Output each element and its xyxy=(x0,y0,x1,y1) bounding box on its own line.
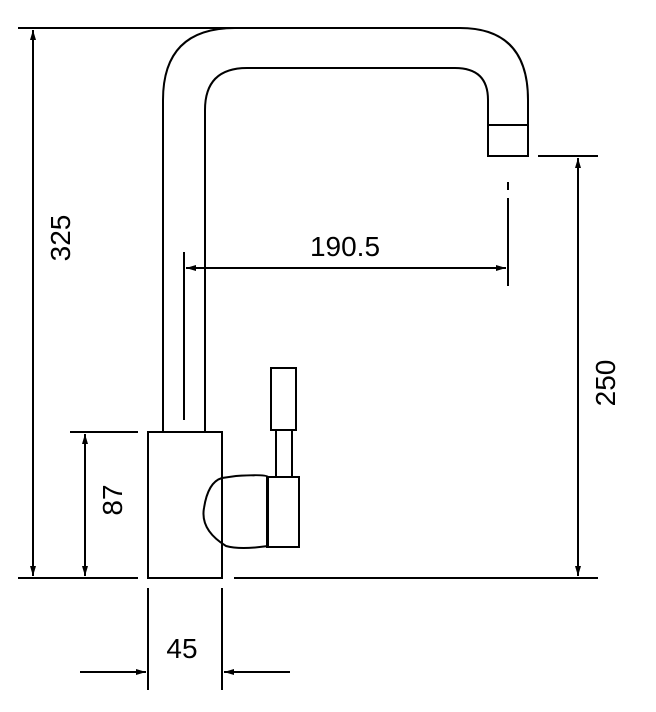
label-total-height: 325 xyxy=(45,215,76,262)
spout-inner xyxy=(204,67,489,433)
lever-grip xyxy=(270,367,297,431)
spout-outer xyxy=(162,27,529,433)
faucet-outline xyxy=(147,27,529,579)
dim-spout-reach: 190.5 xyxy=(183,182,509,420)
label-body-width: 45 xyxy=(166,633,197,664)
dim-spout-height: 250 xyxy=(234,155,621,579)
label-spout-height: 250 xyxy=(590,360,621,407)
handle-hub xyxy=(202,474,269,549)
spout-outlet xyxy=(487,124,529,157)
faucet-body xyxy=(147,431,223,579)
dim-total-height: 325 xyxy=(18,27,240,579)
lever-stem xyxy=(275,429,293,478)
dim-body-width: 45 xyxy=(80,588,290,690)
label-body-height: 87 xyxy=(97,484,128,515)
dim-body-height: 87 xyxy=(70,431,138,576)
label-spout-reach: 190.5 xyxy=(310,231,380,262)
handle-collar xyxy=(266,476,300,548)
